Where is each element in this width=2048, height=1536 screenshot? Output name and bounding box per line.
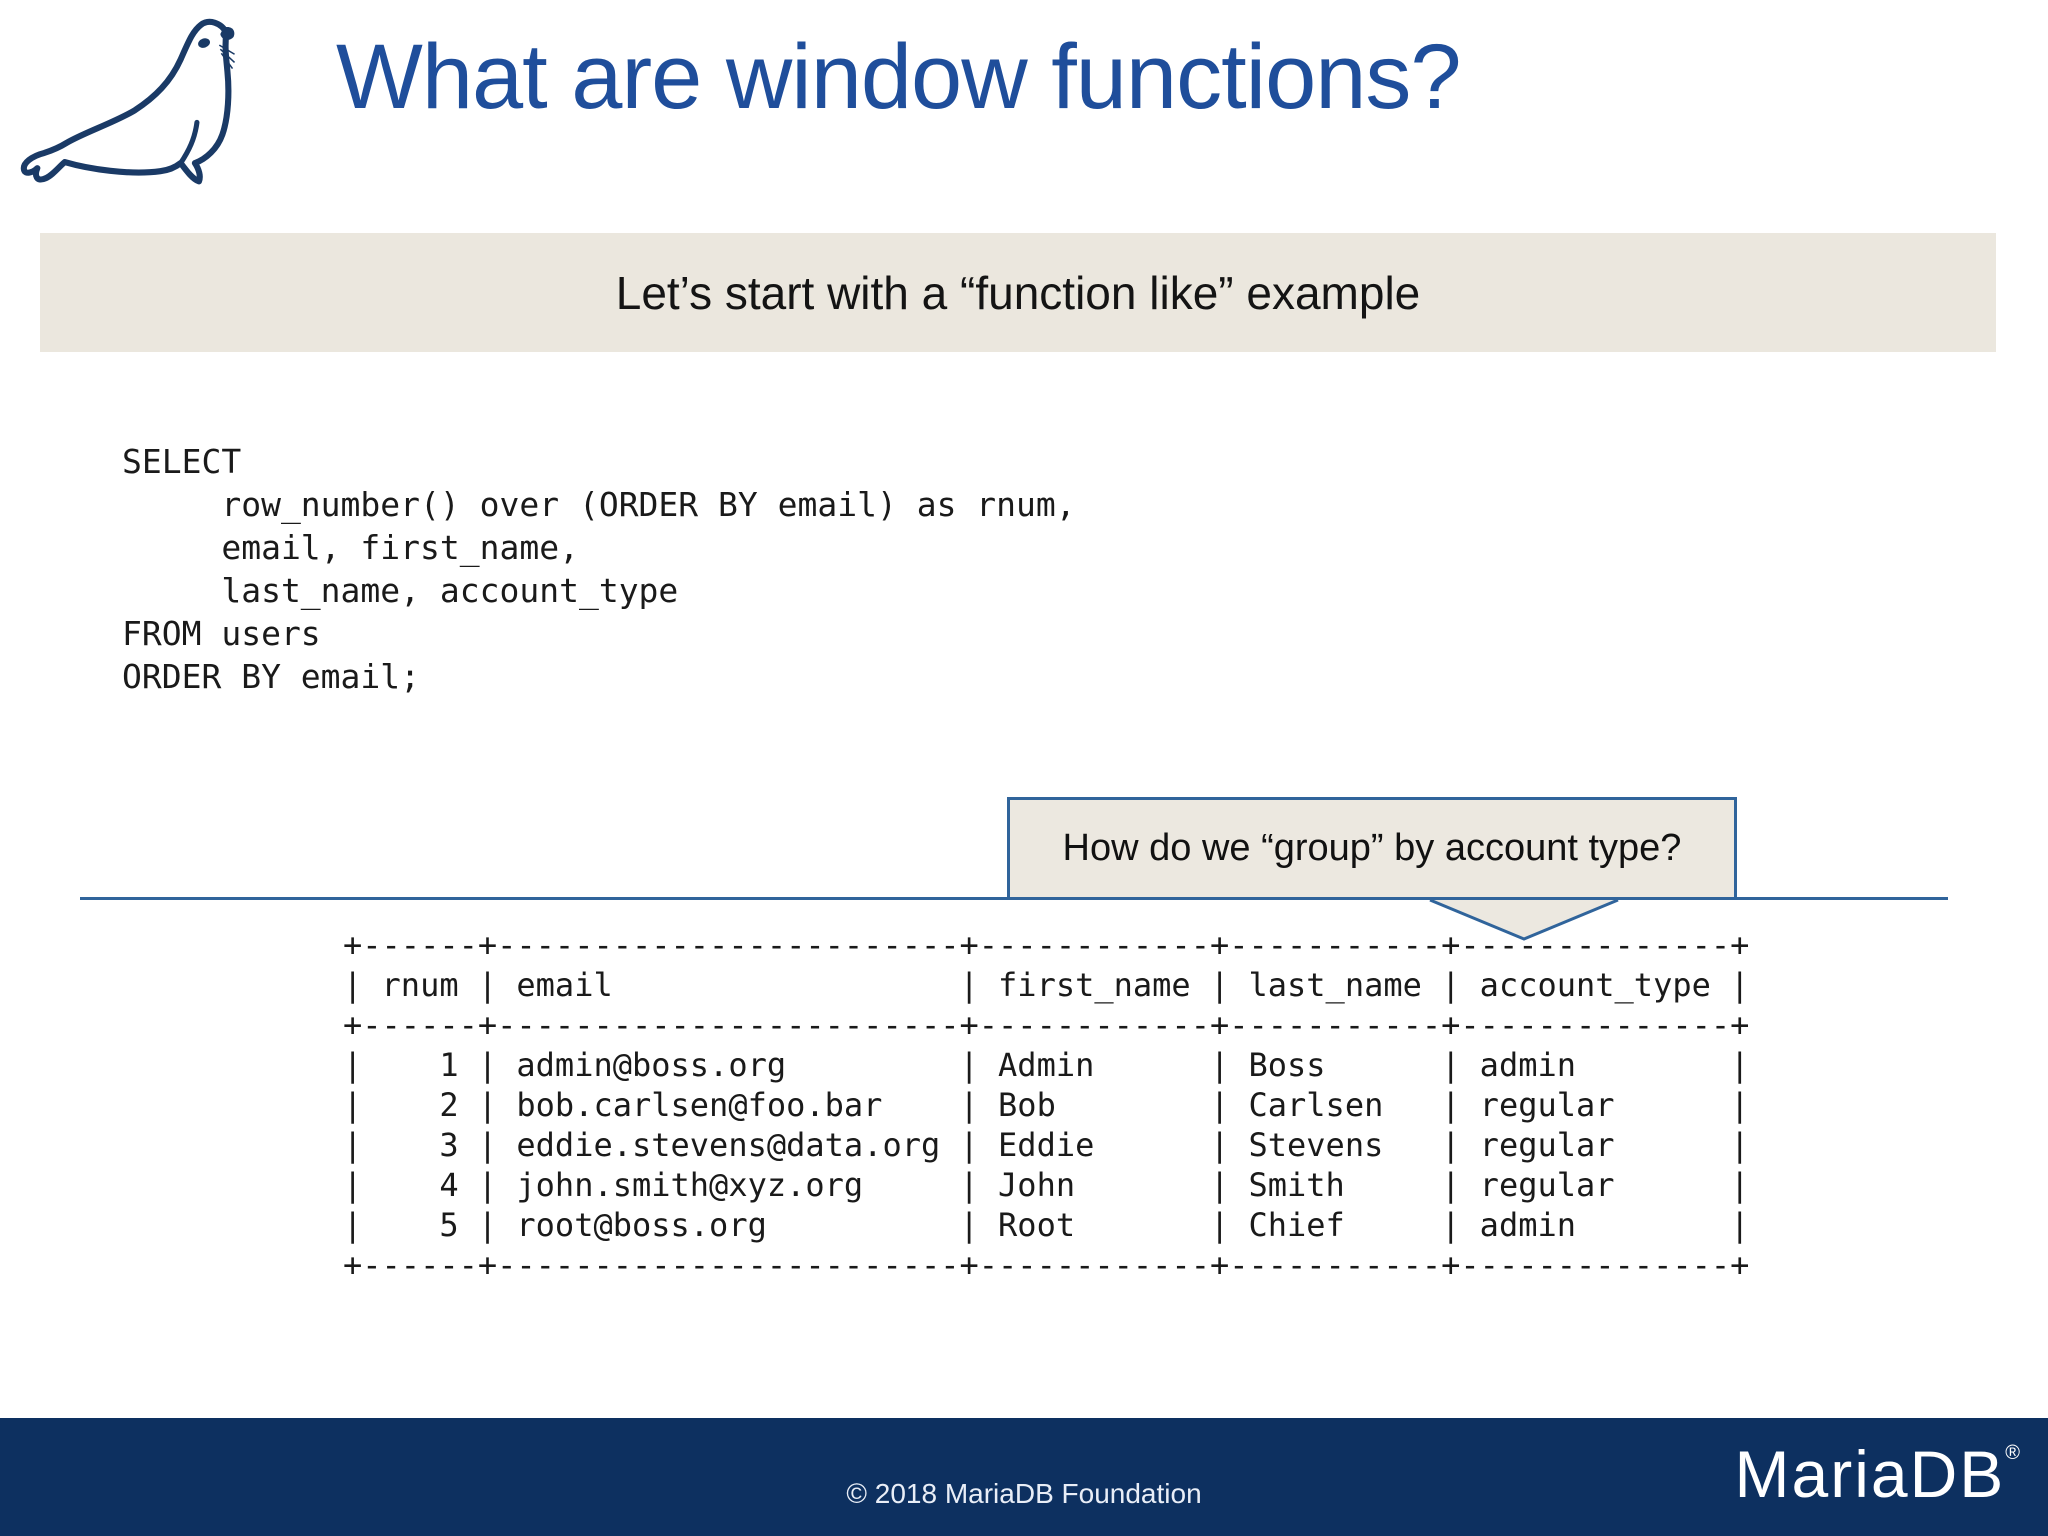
copyright-text: © 2018 MariaDB Foundation [846, 1478, 1202, 1509]
result-table: +------+------------------------+-------… [343, 926, 1750, 1284]
footer: © 2018 MariaDB Foundation MariaDB® [0, 1418, 2048, 1536]
mariadb-seal-logo [20, 18, 236, 185]
mariadb-wordmark: MariaDB® [1735, 1436, 2020, 1512]
callout-text: How do we “group” by account type? [1062, 827, 1682, 869]
subtitle-text: Let’s start with a “function like” examp… [615, 266, 1421, 319]
slide-title: What are window functions? [336, 26, 1462, 128]
subtitle-banner: Let’s start with a “function like” examp… [40, 233, 1996, 352]
callout-box: How do we “group” by account type? [1007, 797, 1737, 900]
callout-pointer-icon [1429, 900, 1619, 941]
registered-mark: ® [2005, 1442, 2020, 1464]
sql-code-block: SELECT row_number() over (ORDER BY email… [122, 442, 1076, 696]
mariadb-wordmark-text: MariaDB [1734, 1437, 2006, 1511]
